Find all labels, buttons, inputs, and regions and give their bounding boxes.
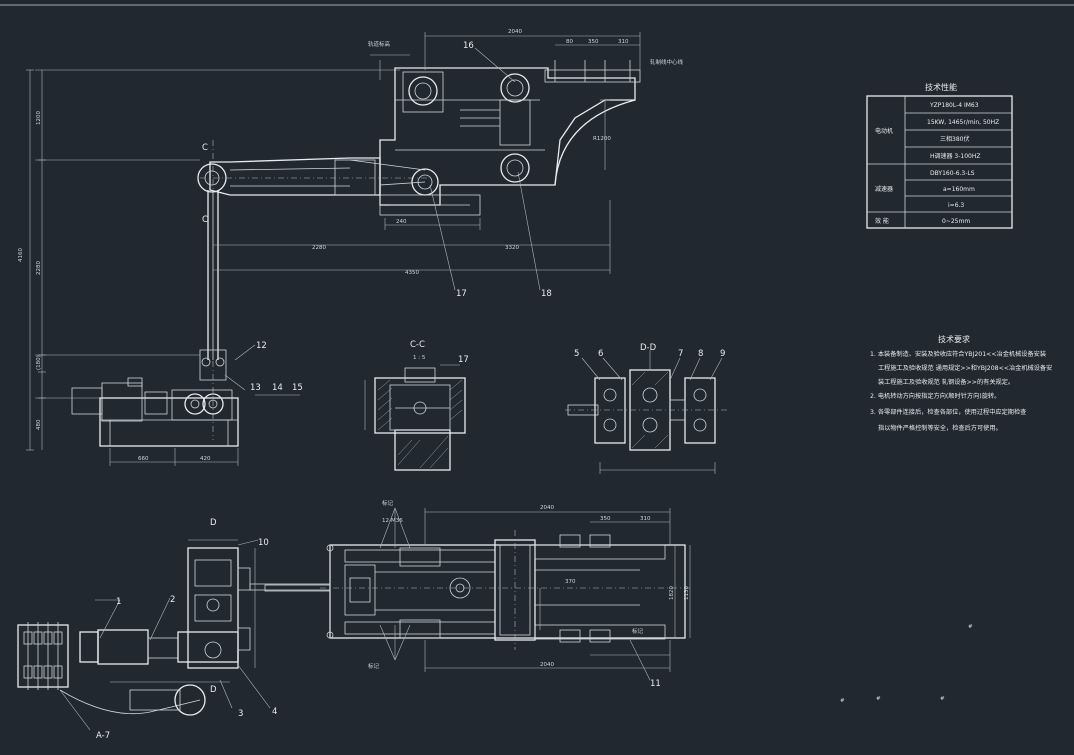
plan-label-top: 标记	[382, 499, 394, 507]
stray-mark-1: #	[968, 624, 973, 630]
spec-row-reducer-ratio: i=6.3	[948, 202, 964, 209]
callout-16: 16	[463, 41, 474, 51]
spec-row-motor-voltage: 三相380伏	[940, 135, 969, 143]
main-plan-view	[264, 507, 691, 681]
dim-4160: 4160	[18, 248, 24, 262]
spec-group-range: 效 能	[875, 217, 889, 225]
stray-mark-2: #	[840, 698, 845, 704]
dim-4350: 4350	[405, 270, 419, 276]
section-d-d-title: D-D	[640, 343, 657, 353]
tech-note-line-1: 1. 本装备制造、安装及验收应符合YBJ201<<冶金机械设备安装	[870, 350, 1046, 358]
spec-group-motor: 电动机	[875, 127, 893, 135]
callout-17-elev: 17	[456, 289, 467, 299]
dim-240: 240	[396, 219, 407, 225]
section-mark-c-top: C	[202, 143, 208, 153]
tech-notes-title: 技术要求	[938, 334, 970, 344]
callout-1: 1	[116, 597, 121, 607]
spec-row-motor-model: YZP180L-4 IM63	[929, 102, 979, 109]
dim-660: 660	[138, 456, 149, 462]
callout-14: 14	[272, 383, 283, 393]
tech-note-line-3: 装工程施工及验收规范 轧钢设备>>的有关规定。	[878, 378, 1014, 386]
spec-row-motor-speed: H调速器 3-100HZ	[930, 152, 980, 160]
spec-row-reducer-center: a=160mm	[943, 186, 975, 193]
dim-180: (180)	[36, 355, 42, 370]
label-rolling-centerline: 轧制线中心线	[650, 58, 684, 66]
dim-3320: 3320	[505, 245, 519, 251]
callout-9: 9	[720, 349, 725, 359]
spec-row-range: 0~25mm	[942, 218, 970, 225]
section-mark-d-top: D	[210, 518, 217, 528]
spec-row-motor-power: 15KW, 1465r/min, 50HZ	[927, 119, 999, 126]
callout-13: 13	[250, 383, 261, 393]
tech-note-line-2: 工程施工及验收规范 通用规定>>和YBJ208<<冶金机械设备安	[878, 364, 1052, 372]
dim-310: 310	[618, 39, 629, 45]
spec-table	[866, 95, 1013, 229]
callout-10: 10	[258, 538, 269, 548]
section-mark-c-bottom: C	[202, 215, 208, 225]
callout-7: 7	[678, 349, 683, 359]
plan-label-bottom: 标记	[368, 662, 380, 670]
plan-dim-310: 310	[640, 516, 651, 522]
section-mark-d-bottom: D	[210, 685, 217, 695]
callout-3: 3	[238, 709, 243, 719]
dim-80: 80	[566, 39, 573, 45]
plan-dim-350: 350	[600, 516, 611, 522]
plan-label-bolts: 12-M36	[382, 518, 403, 524]
callout-18: 18	[541, 289, 552, 299]
stray-mark-4: #	[940, 696, 945, 702]
plan-label-side: 标记	[632, 627, 644, 635]
callout-5: 5	[574, 349, 579, 359]
stray-mark-3: #	[876, 696, 881, 702]
spec-group-reducer: 减速器	[875, 185, 893, 193]
tech-note-line-4: 2. 电机转动方向按指定方向(顺时针方向)旋转。	[870, 392, 1000, 400]
drive-plan-view	[17, 539, 331, 731]
section-d-d	[565, 350, 730, 474]
plan-dim-1130: 1130	[684, 586, 690, 600]
dim-2280-horizontal: 2280	[312, 245, 326, 251]
spec-row-reducer-model: DBY160-6.3-LS	[930, 170, 975, 177]
dim-1200: 1200	[36, 111, 42, 125]
section-c-c-title: C-C	[410, 340, 425, 350]
dim-top-width: 2040	[508, 29, 522, 35]
callout-2: 2	[170, 595, 175, 605]
section-c-c	[364, 364, 466, 471]
callout-17-section: 17	[458, 355, 469, 365]
callout-8: 8	[698, 349, 703, 359]
label-rail-level: 轨道标高	[368, 40, 391, 48]
dim-420: 420	[200, 456, 211, 462]
dim-radius: R1200	[593, 136, 611, 142]
tech-note-line-5: 3. 各零部件连接后，检查各部位，使用过程中应定期检查	[870, 408, 1026, 416]
dim-350: 350	[588, 39, 599, 45]
callout-11: 11	[650, 679, 661, 689]
section-c-c-scale: 1 : 5	[413, 355, 426, 361]
tech-note-line-6: 指以物件严格控制等安全，检查后方可使用。	[878, 424, 1002, 432]
spec-table-title: 技术性能	[925, 82, 957, 92]
callout-6: 6	[598, 349, 603, 359]
view-mark-a: A-7	[96, 731, 110, 741]
callout-15: 15	[292, 383, 303, 393]
callout-4: 4	[272, 707, 277, 717]
dim-480: 480	[36, 419, 42, 430]
elevation-view	[26, 32, 641, 466]
dim-2280-vertical: 2280	[36, 261, 42, 275]
plan-dim-bottom-width: 2040	[540, 662, 554, 668]
plan-dim-top-width: 2040	[540, 505, 554, 511]
callout-12: 12	[256, 341, 267, 351]
plan-dim-370: 370	[565, 579, 576, 585]
plan-dim-1820: 1820	[669, 586, 675, 600]
